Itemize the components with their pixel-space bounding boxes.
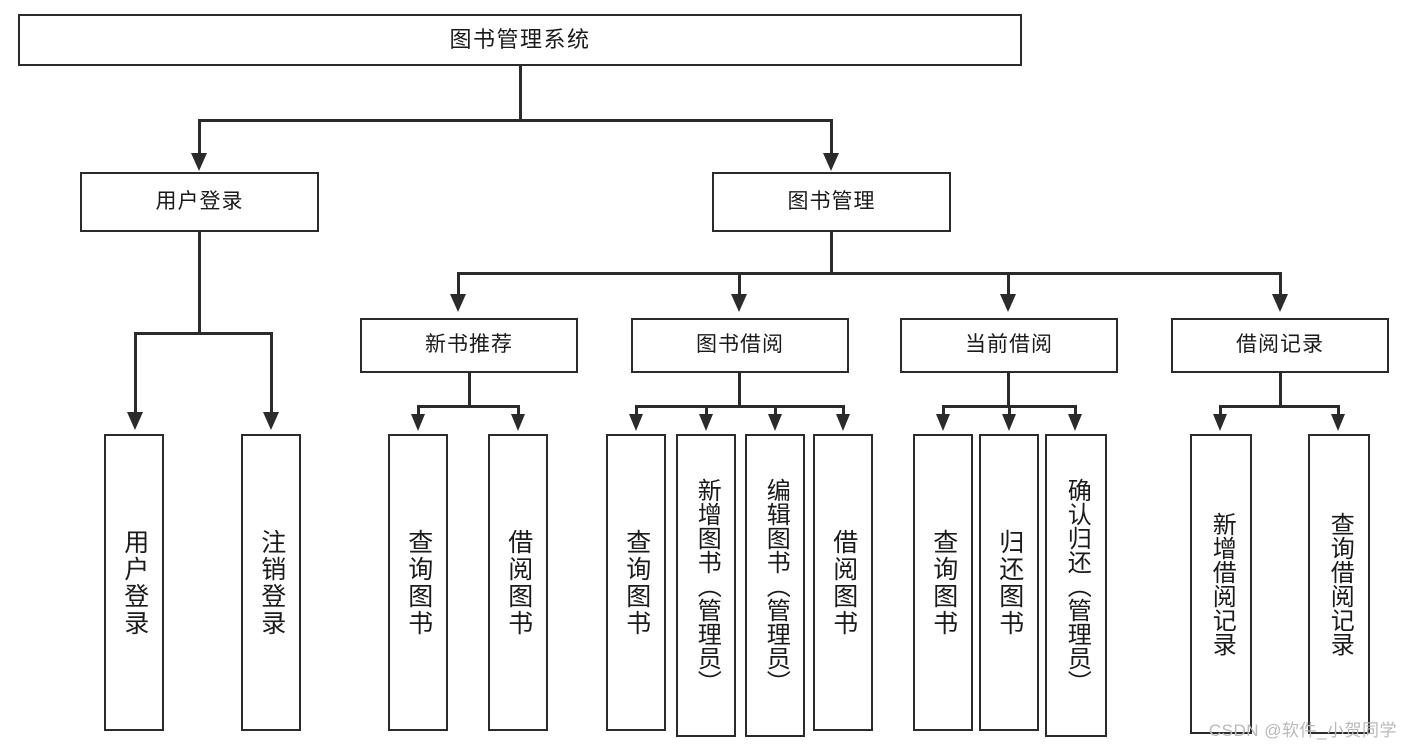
- connector-new-book-to-leaf-1: [417, 405, 420, 417]
- node-label: 借阅图书: [829, 528, 858, 637]
- connector-root-to-user-login: [198, 119, 201, 155]
- connector-book-management-trunk: [830, 232, 833, 274]
- node-root-book-management-system[interactable]: 图书管理系统: [18, 14, 1022, 66]
- connector-borrow-record-bar: [1219, 405, 1339, 408]
- node-label: 新增图书（管理员）: [693, 477, 721, 694]
- node-label: 图书借阅: [696, 333, 784, 357]
- node-label: 用户登录: [120, 528, 149, 637]
- node-label: 当前借阅: [965, 333, 1053, 357]
- node-label: 查询图书: [622, 528, 651, 637]
- connector-borrow-record-to-leaf-2: [1337, 405, 1340, 417]
- connector-current-borrow-trunk: [1007, 373, 1010, 407]
- arrow-borrow-record-to-leaf-1: [1213, 414, 1227, 431]
- arrow-bm-to-current-borrow: [1000, 294, 1016, 312]
- arrow-root-to-book-management: [823, 153, 839, 171]
- arrow-user-login-to-leaf-2: [263, 412, 279, 430]
- connector-user-login-bar: [134, 332, 272, 335]
- arrow-bm-to-new-book: [450, 294, 466, 312]
- arrow-book-borrow-to-leaf-4: [836, 414, 850, 431]
- node-label: 查询图书: [404, 528, 433, 637]
- node-label: 用户登录: [155, 189, 244, 213]
- node-label: 新增借阅记录: [1208, 512, 1236, 656]
- leaf-new-book-query-book[interactable]: 查询图书: [388, 434, 448, 731]
- connector-user-login-trunk: [198, 232, 201, 334]
- connector-book-borrow-to-leaf-2: [705, 405, 708, 417]
- node-label: 图书管理: [787, 189, 876, 213]
- leaf-current-borrow-return-book[interactable]: 归还图书: [979, 434, 1039, 731]
- node-book-borrow[interactable]: 图书借阅: [631, 318, 849, 373]
- leaf-borrow-record-query-record[interactable]: 查询借阅记录: [1308, 434, 1370, 734]
- connector-user-login-to-leaf-2: [270, 332, 273, 414]
- leaf-book-borrow-borrow-book[interactable]: 借阅图书: [813, 434, 873, 731]
- connector-bm-to-book-borrow: [738, 272, 741, 296]
- leaf-borrow-record-add-record[interactable]: 新增借阅记录: [1190, 434, 1252, 734]
- arrow-book-borrow-to-leaf-2: [699, 414, 713, 431]
- arrow-current-borrow-to-leaf-1: [936, 414, 950, 431]
- node-borrow-record[interactable]: 借阅记录: [1171, 318, 1389, 373]
- node-label: 注销登录: [257, 528, 286, 637]
- arrow-bm-to-book-borrow: [731, 294, 747, 312]
- connector-current-borrow-to-leaf-1: [942, 405, 945, 417]
- leaf-user-login-login[interactable]: 用户登录: [104, 434, 164, 731]
- arrow-current-borrow-to-leaf-2: [1002, 414, 1016, 431]
- leaf-book-borrow-edit-book-admin[interactable]: 编辑图书（管理员）: [745, 434, 805, 737]
- connector-book-borrow-trunk: [738, 373, 741, 407]
- connector-root-bar: [198, 119, 832, 122]
- node-new-book-recommend[interactable]: 新书推荐: [360, 318, 578, 373]
- connector-new-book-bar: [417, 405, 519, 408]
- node-user-login[interactable]: 用户登录: [80, 172, 319, 232]
- connector-current-borrow-to-leaf-2: [1008, 405, 1011, 417]
- node-label: 图书管理系统: [449, 27, 591, 53]
- connector-root-to-book-management: [830, 119, 833, 155]
- leaf-book-borrow-query-book[interactable]: 查询图书: [606, 434, 666, 731]
- connector-book-borrow-to-leaf-3: [774, 405, 777, 417]
- arrow-root-to-user-login: [191, 153, 207, 171]
- node-label: 确认归还（管理员）: [1063, 477, 1091, 694]
- connector-root-trunk: [519, 66, 522, 120]
- connector-bm-to-current-borrow: [1007, 272, 1010, 296]
- node-label: 编辑图书（管理员）: [762, 477, 790, 694]
- arrow-borrow-record-to-leaf-2: [1331, 414, 1345, 431]
- connector-bm-to-borrow-record: [1279, 272, 1282, 296]
- connector-borrow-record-to-leaf-1: [1219, 405, 1222, 417]
- connector-book-borrow-to-leaf-1: [635, 405, 638, 417]
- leaf-current-borrow-confirm-return-admin[interactable]: 确认归还（管理员）: [1045, 434, 1107, 737]
- arrow-book-borrow-to-leaf-3: [768, 414, 782, 431]
- connector-bm-to-new-book: [457, 272, 460, 296]
- node-label: 新书推荐: [425, 333, 513, 357]
- arrow-book-borrow-to-leaf-1: [629, 414, 643, 431]
- connector-current-borrow-to-leaf-3: [1074, 405, 1077, 417]
- arrow-bm-to-borrow-record: [1272, 294, 1288, 312]
- connector-new-book-trunk: [468, 373, 471, 407]
- connector-new-book-to-leaf-2: [517, 405, 520, 417]
- connector-user-login-to-leaf-1: [134, 332, 137, 414]
- node-label: 借阅记录: [1236, 333, 1324, 357]
- node-label: 借阅图书: [504, 528, 533, 637]
- connector-book-borrow-to-leaf-4: [842, 405, 845, 417]
- node-book-management[interactable]: 图书管理: [712, 172, 951, 232]
- arrow-current-borrow-to-leaf-3: [1068, 414, 1082, 431]
- node-label: 查询图书: [929, 528, 958, 637]
- node-current-borrow[interactable]: 当前借阅: [900, 318, 1118, 373]
- leaf-user-login-logout[interactable]: 注销登录: [241, 434, 301, 731]
- node-label: 归还图书: [995, 528, 1024, 637]
- connector-borrow-record-trunk: [1279, 373, 1282, 407]
- leaf-book-borrow-add-book-admin[interactable]: 新增图书（管理员）: [676, 434, 736, 737]
- arrow-user-login-to-leaf-1: [127, 412, 143, 430]
- connector-book-management-bar: [457, 272, 1281, 275]
- connector-book-borrow-bar: [635, 405, 844, 408]
- arrow-new-book-to-leaf-1: [411, 414, 425, 431]
- leaf-current-borrow-query-book[interactable]: 查询图书: [913, 434, 973, 731]
- node-label: 查询借阅记录: [1326, 512, 1354, 656]
- leaf-new-book-borrow-book[interactable]: 借阅图书: [488, 434, 548, 731]
- arrow-new-book-to-leaf-2: [511, 414, 525, 431]
